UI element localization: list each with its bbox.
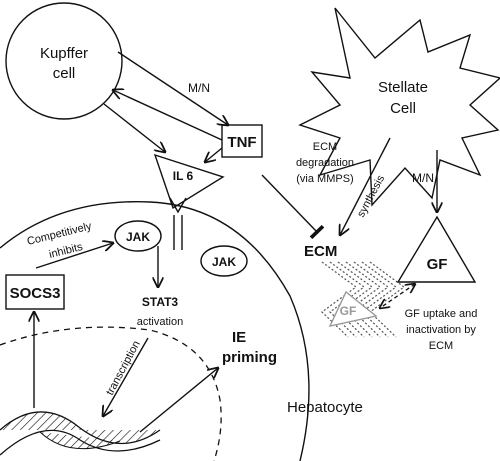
arrow-stellate-ecm <box>340 137 391 235</box>
mn-left-label: M/N <box>188 81 210 95</box>
arrow-kupffer-tnf <box>117 51 228 125</box>
ecm-mesh <box>321 261 406 338</box>
stellate-cell <box>298 7 500 207</box>
il6-label: IL 6 <box>173 169 194 183</box>
gf-ghost-triangle <box>328 290 378 327</box>
arrow-gf-ecm <box>380 284 415 308</box>
hepatocyte-membrane <box>0 201 310 461</box>
gf-label: GF <box>427 256 448 273</box>
gf-ghost-label: GF <box>340 304 357 318</box>
hepatocyte-label: Hepatocyte <box>287 399 363 416</box>
mn-right-label: M/N <box>412 171 434 185</box>
tnf-label: TNF <box>227 134 256 151</box>
gf-triangle <box>396 215 477 283</box>
stellate-label-2: Cell <box>390 100 416 117</box>
transcription-label: transcription <box>104 339 143 398</box>
jak-top <box>114 220 162 252</box>
jak-bottom <box>200 245 248 277</box>
stellate-label-1: Stellate <box>378 79 428 96</box>
ecm-label: ECM <box>304 243 337 260</box>
nucleus-boundary <box>0 326 222 461</box>
kupffer-cell <box>5 2 123 120</box>
ecm-degradation-3: (via MMPS) <box>296 173 353 185</box>
gf-uptake-2: inactivation by <box>406 324 476 336</box>
kupffer-label-2: cell <box>53 65 76 82</box>
activation-label: activation <box>137 316 183 328</box>
ecm-degradation-1: ECM <box>313 141 337 153</box>
socs3-label: SOCS3 <box>10 285 61 302</box>
inhibit-tnf-ecm <box>261 174 325 240</box>
socs3-box <box>5 274 65 310</box>
tnf-box <box>221 124 263 158</box>
il6-triangle <box>153 153 225 210</box>
jak-top-label: JAK <box>126 230 150 244</box>
arrow-socs3-jak <box>35 243 113 269</box>
arrow-transcription <box>103 337 149 416</box>
il6-receptor <box>169 197 187 250</box>
ecm-degradation-2: degradation <box>296 157 354 169</box>
ie-label-2: priming <box>222 349 277 366</box>
arrow-kupffer-il6 <box>103 103 165 152</box>
kupffer-label-1: Kupffer <box>40 45 88 62</box>
arrow-tnf-kupffer <box>113 90 223 141</box>
ie-label-1: IE <box>232 329 246 346</box>
stat3-label: STAT3 <box>142 295 179 309</box>
dna-helix <box>0 411 161 456</box>
arrow-dna-ie <box>139 368 218 433</box>
jak-bottom-label: JAK <box>212 255 236 269</box>
gf-uptake-3: ECM <box>429 340 453 352</box>
gf-uptake-1: GF uptake and <box>405 308 478 320</box>
arrow-tnf-il6 <box>205 147 223 162</box>
